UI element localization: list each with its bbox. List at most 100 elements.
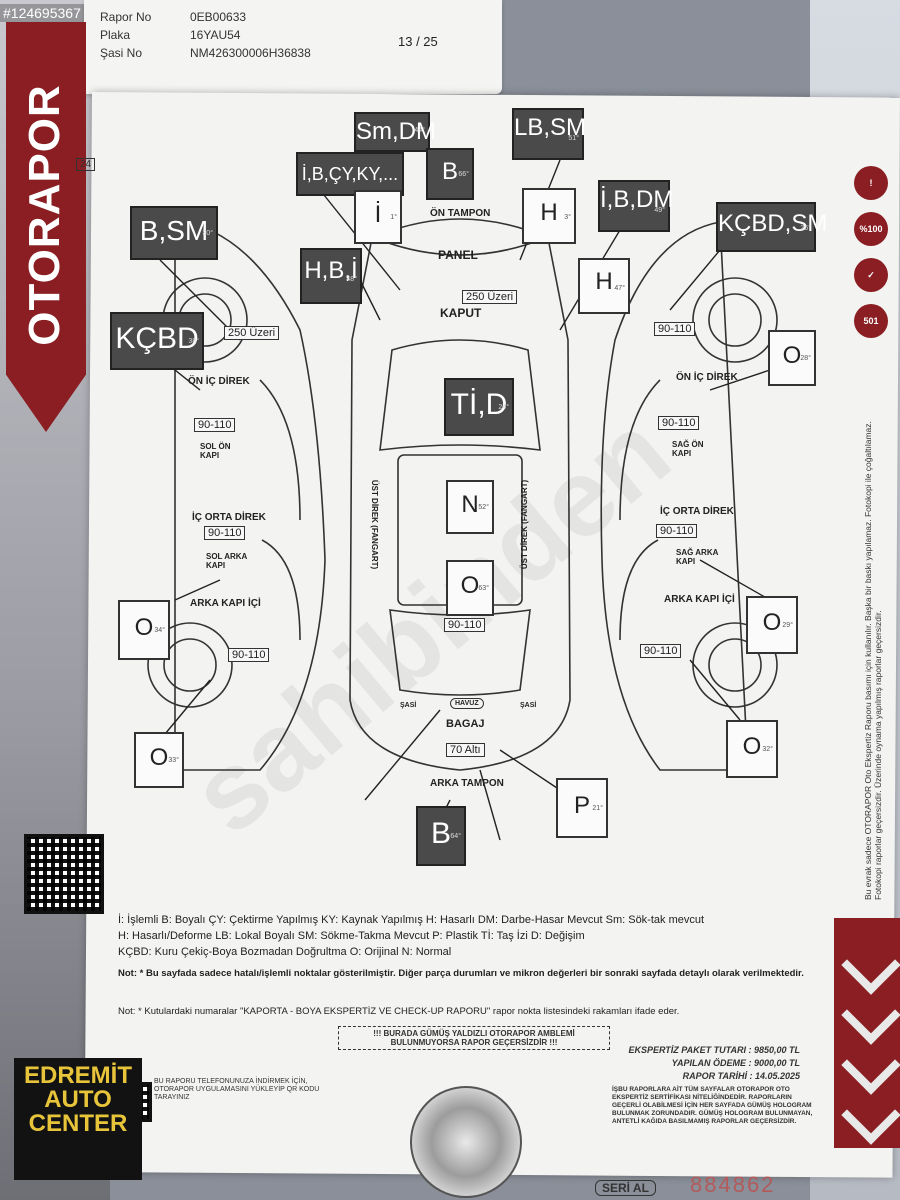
micron-sag-on-kapi: 90-110 — [658, 416, 700, 430]
label-ic-orta-left: İÇ ORTA DİREK — [192, 512, 266, 523]
micron-sag-arka-camurluk: 90-110 — [640, 644, 682, 658]
legend-line-2: H: Hasarlı/Deforme LB: Lokal Boyalı SM: … — [118, 930, 585, 942]
dealer-line-2: AUTO — [44, 1086, 112, 1113]
price-paid: YAPILAN ÖDEME : 9000,00 TL — [671, 1058, 800, 1068]
label-on-ic-direk-right: ÖN İÇ DİREK — [676, 372, 738, 383]
dealer-logo: EDREMİT AUTO CENTER — [14, 1058, 142, 1180]
percent-badge-icon: %100 — [854, 212, 888, 246]
app-note: BU RAPORU TELEFONUNUZA İNDİRMEK İÇİN, OT… — [154, 1078, 320, 1101]
micron-kaput: 250 Üzeri — [462, 290, 518, 304]
micron-tavan: 90-110 — [444, 618, 486, 632]
label-arka-kapi-ici-left: ARKA KAPI İÇİ — [190, 598, 261, 609]
label-panel: PANEL — [438, 248, 478, 262]
label-sol-arka-kapi: SOL ARKA KAPI — [206, 552, 248, 570]
label-sol-on-kapi: SOL ÖN KAPI — [200, 442, 231, 460]
dealer-line-1: EDREMİT — [24, 1062, 132, 1089]
legend-line-3: KÇBD: Kuru Çekiç-Boya Bozmadan Doğrultma… — [118, 946, 452, 958]
dealer-line-3: CENTER — [28, 1110, 128, 1137]
value-sasi-no: NM426300006H36838 — [190, 46, 311, 60]
rear-window — [389, 609, 531, 696]
hologram-seal — [410, 1086, 522, 1198]
header-card: Rapor No 0EB00633 Plaka 16YAU54 Şasi No … — [84, 0, 502, 94]
small-number: 24 — [76, 158, 96, 171]
micron-sag-arka-kapi: 90-110 — [656, 524, 698, 538]
label-sasi-left: ŞASİ — [400, 702, 417, 709]
label-ust-direk-right: ÜST DİREK (FANGART) — [520, 479, 530, 570]
label-sasi-right: ŞASİ — [520, 702, 537, 709]
report-date: RAPOR TARİHİ : 14.05.2025 — [682, 1071, 800, 1081]
value-plaka: 16YAU54 — [190, 28, 241, 42]
brand-band — [6, 22, 86, 432]
car-top-outline — [349, 218, 571, 771]
label-havuz: HAVUZ — [450, 698, 484, 709]
micron-sol-arka-kapi: 90-110 — [204, 526, 246, 540]
right-front-wheel — [692, 277, 778, 363]
micron-bagaj: 70 Altı — [446, 743, 485, 757]
micron-sol-on-kapi: 90-110 — [194, 418, 236, 432]
serial-number: 884862 — [690, 1172, 776, 1197]
image-id-tag: #124695367 — [0, 4, 84, 22]
label-on-ic-direk-left: ÖN İÇ DİREK — [188, 376, 250, 387]
page-number: 13 / 25 — [398, 34, 438, 49]
left-windows — [259, 379, 301, 641]
value-rapor-no: 0EB00633 — [190, 10, 247, 24]
side-disclaimer: Bu evrak sadece OTORAPOR Oto Ekspertiz R… — [858, 420, 888, 900]
price-package: EKSPERTİZ PAKET TUTARI : 9850,00 TL — [628, 1045, 800, 1055]
left-rear-wheel — [147, 622, 233, 708]
label-ic-orta-right: İÇ ORTA DİREK — [660, 506, 734, 517]
micron-sol-arka-camurluk: 90-110 — [228, 648, 270, 662]
silver-note: İŞBU RAPORLARA AİT TÜM SAYFALAR OTORAPOR… — [612, 1086, 813, 1125]
label-ust-direk-left: ÜST DİREK (FANGART) — [370, 479, 380, 570]
right-chevron-band — [834, 918, 900, 1148]
points-badge-icon: 501 — [854, 304, 888, 338]
car-right-outline — [600, 221, 749, 771]
note-1: Not: * Bu sayfada sadece hatalı/işlemli … — [118, 968, 804, 979]
hologram-warning: !!! BURADA GÜMÜŞ YALDIZLI OTORAPOR AMBLE… — [338, 1026, 610, 1050]
chevron-icon — [841, 1085, 900, 1145]
label-arka-tampon: ARKA TAMPON — [430, 778, 504, 789]
price-box: EKSPERTİZ PAKET TUTARI : 9850,00 TL YAPI… — [628, 1044, 800, 1083]
windshield — [379, 339, 541, 451]
note-2: Not: * Kutulardaki numaralar "KAPORTA - … — [118, 1006, 680, 1017]
right-windows — [619, 379, 661, 641]
side-disclaimer-text: Bu evrak sadece OTORAPOR Oto Ekspertiz R… — [863, 421, 883, 900]
tag-sol-on-camurluk-multi: İ,B,ÇY,KY,... — [296, 152, 404, 196]
label-on-tampon: ÖN TAMPON — [430, 208, 491, 219]
label-sag-on-kapi: SAĞ ÖN KAPI — [672, 440, 704, 458]
check-badge-icon: ✓ — [854, 258, 888, 292]
label-bagaj: BAGAJ — [446, 718, 485, 730]
label-plaka: Plaka — [100, 28, 131, 42]
legend: İ: İşlemli B: Boyalı ÇY: Çektirme Yapılm… — [118, 912, 818, 960]
label-sasi-no: Şasi No — [100, 46, 143, 60]
right-rear-wheel — [692, 622, 778, 708]
qr-code-main[interactable] — [24, 834, 104, 914]
micron-sol-on-camurluk: 250 Üzeri — [224, 326, 280, 340]
micron-sag-on-camurluk: 90-110 — [654, 322, 696, 336]
label-kaput: KAPUT — [440, 306, 482, 320]
label-rapor-no: Rapor No — [100, 10, 152, 24]
label-arka-kapi-ici-right: ARKA KAPI İÇİ — [664, 594, 735, 605]
serial-label: SERİ AL — [595, 1180, 656, 1196]
car-left-outline — [174, 219, 326, 771]
